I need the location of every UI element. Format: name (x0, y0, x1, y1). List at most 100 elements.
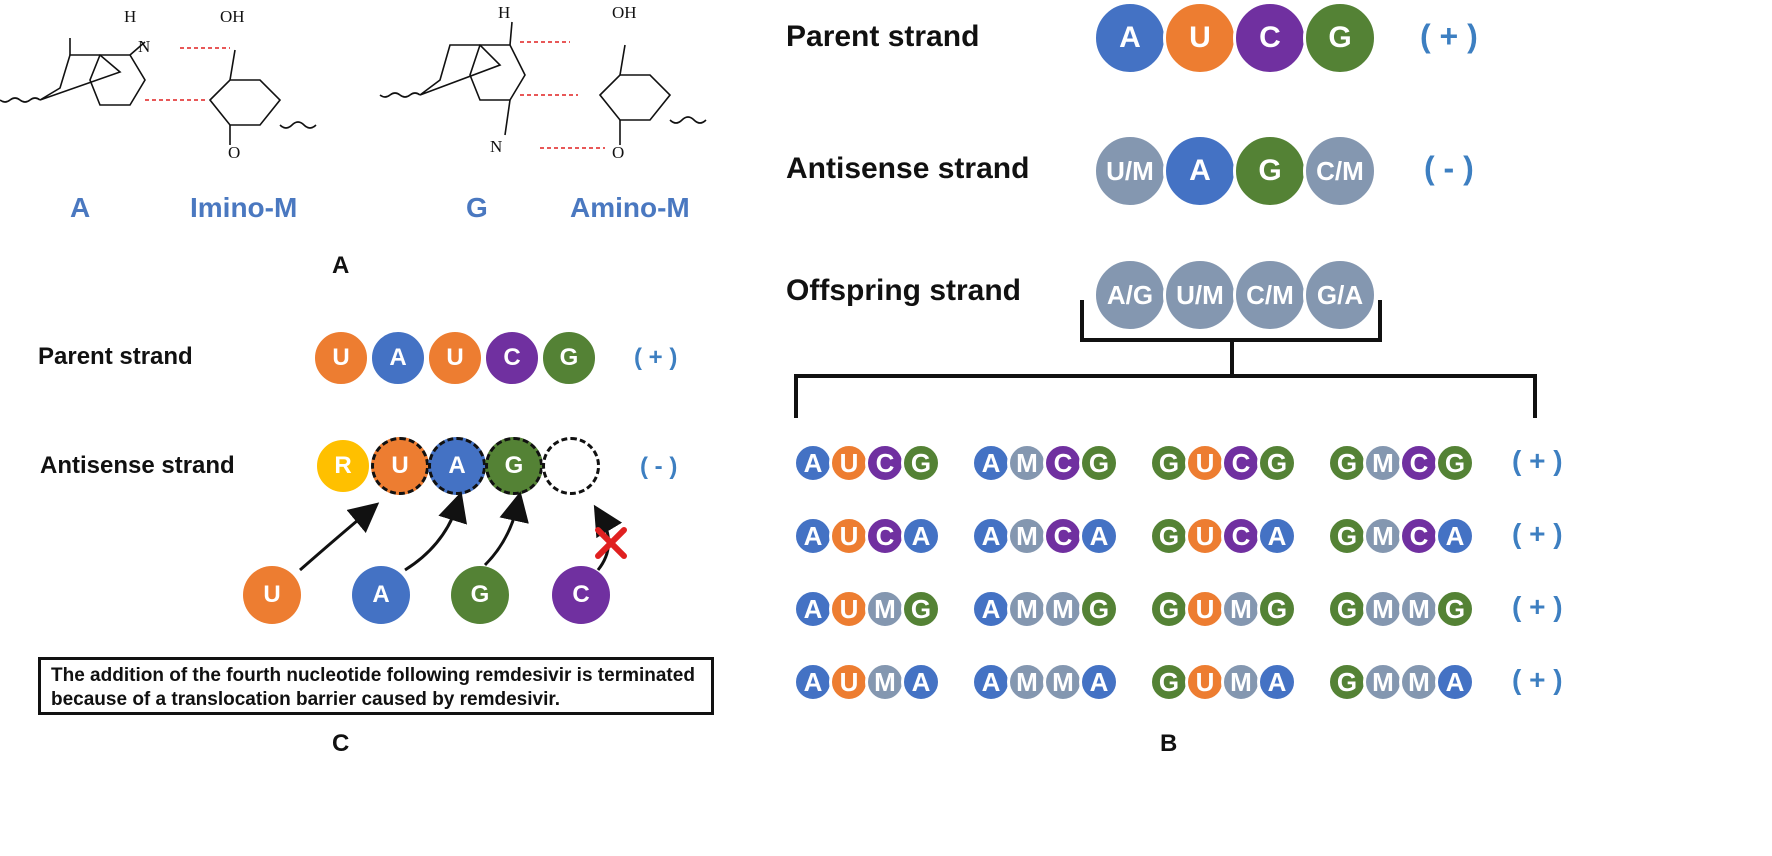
offspring-base: A (971, 662, 1011, 702)
offspring-base: G (1079, 589, 1119, 629)
offspring-base: U (1185, 589, 1225, 629)
offspring-base: C (1043, 516, 1083, 556)
offspring-base: G (1435, 443, 1475, 483)
c-parent-base: C (483, 329, 541, 387)
offspring-base: C (1399, 516, 1439, 556)
base-label-a: A (70, 192, 91, 223)
offspring-base: U (829, 516, 869, 556)
offspring-base: G (1257, 443, 1297, 483)
offspring-base: M (865, 589, 905, 629)
atom-o: O (612, 143, 624, 162)
offspring-base: C (1221, 516, 1261, 556)
b-strand-base-1: U/M (1093, 134, 1167, 208)
c-antisense-base: R (314, 437, 372, 495)
offspring-base: C (865, 443, 905, 483)
c-parent-base: U (426, 329, 484, 387)
panel-letter-b: B (1160, 730, 1178, 757)
offspring-sign: ( + ) (1512, 591, 1563, 622)
offspring-base: A (971, 443, 1011, 483)
atom-o: O (228, 143, 240, 162)
c-incoming-base: U (243, 566, 301, 624)
b-strand-base-2: U (1163, 1, 1237, 75)
b-strand-base-3: C (1233, 1, 1307, 75)
offspring-base: G (1079, 443, 1119, 483)
c-parent-base: G (540, 329, 598, 387)
b-strand-base-3: C/M (1233, 258, 1307, 332)
offspring-sign: ( + ) (1512, 445, 1563, 476)
c-parent-base: U (312, 329, 370, 387)
offspring-base: G (1327, 662, 1367, 702)
c-parent-base: A (369, 329, 427, 387)
panel-letter-a: A (332, 252, 350, 279)
b-strand-base-2: A (1163, 134, 1237, 208)
offspring-sign: ( + ) (1512, 664, 1563, 695)
offspring-bracket (794, 300, 1537, 418)
blocked-cross-icon (595, 527, 627, 559)
offspring-base: G (1257, 589, 1297, 629)
b-parent-label: Parent strand (786, 20, 980, 53)
c-incoming-base: G (451, 566, 509, 624)
atom-h: H (498, 3, 510, 22)
b-parent-sign: ( + ) (1420, 18, 1478, 54)
offspring-base: M (1007, 516, 1047, 556)
offspring-base: G (1327, 443, 1367, 483)
base-label-g: G (466, 192, 488, 223)
offspring-base: A (793, 662, 833, 702)
offspring-base: U (829, 662, 869, 702)
offspring-base: C (1399, 443, 1439, 483)
offspring-base: G (901, 589, 941, 629)
offspring-base: G (1149, 589, 1189, 629)
offspring-base: A (1435, 516, 1475, 556)
offspring-base: A (793, 516, 833, 556)
atom-oh: OH (612, 3, 637, 22)
c-note-text: The addition of the fourth nucleotide fo… (51, 665, 695, 710)
offspring-base: M (1363, 589, 1403, 629)
offspring-base: C (1043, 443, 1083, 483)
offspring-sign: ( + ) (1512, 518, 1563, 549)
offspring-base: M (1007, 443, 1047, 483)
offspring-base: U (1185, 516, 1225, 556)
offspring-base: A (793, 443, 833, 483)
b-strand-base-4: G/A (1303, 258, 1377, 332)
offspring-base: M (1007, 589, 1047, 629)
offspring-base: M (1363, 662, 1403, 702)
offspring-base: G (901, 443, 941, 483)
offspring-base: M (1363, 443, 1403, 483)
c-note-box: The addition of the fourth nucleotide fo… (38, 657, 714, 715)
b-strand-base-4: C/M (1303, 134, 1377, 208)
offspring-base: A (1257, 662, 1297, 702)
offspring-base: M (1043, 662, 1083, 702)
offspring-base: C (865, 516, 905, 556)
atom-h: H (124, 7, 136, 26)
c-antisense-sign: ( - ) (640, 453, 678, 480)
offspring-base: M (1221, 662, 1261, 702)
offspring-base: M (1363, 516, 1403, 556)
c-incoming-base: A (352, 566, 410, 624)
offspring-base: A (1435, 662, 1475, 702)
offspring-base: U (1185, 443, 1225, 483)
offspring-base: A (901, 516, 941, 556)
offspring-base: G (1149, 443, 1189, 483)
c-antisense-base (542, 437, 600, 495)
b-strand-base-1: A (1093, 1, 1167, 75)
b-strand-base-4: G (1303, 1, 1377, 75)
incorporation-arrows (299, 491, 627, 572)
offspring-base: G (1435, 589, 1475, 629)
offspring-base: A (1079, 516, 1119, 556)
offspring-base: A (901, 662, 941, 702)
b-antisense-label: Antisense strand (786, 152, 1030, 185)
offspring-base: A (1257, 516, 1297, 556)
offspring-base: U (829, 589, 869, 629)
b-strand-base-2: U/M (1163, 258, 1237, 332)
offspring-base: A (793, 589, 833, 629)
offspring-base: G (1327, 516, 1367, 556)
offspring-base: M (865, 662, 905, 702)
b-antisense-sign: ( - ) (1424, 150, 1474, 186)
offspring-base: M (1221, 589, 1261, 629)
offspring-base: M (1043, 589, 1083, 629)
b-offspring-label: Offspring strand (786, 274, 1022, 307)
offspring-base: A (971, 589, 1011, 629)
offspring-base: G (1149, 662, 1189, 702)
offspring-base: C (1221, 443, 1261, 483)
base-label-amino-m: Amino-M (570, 192, 690, 223)
